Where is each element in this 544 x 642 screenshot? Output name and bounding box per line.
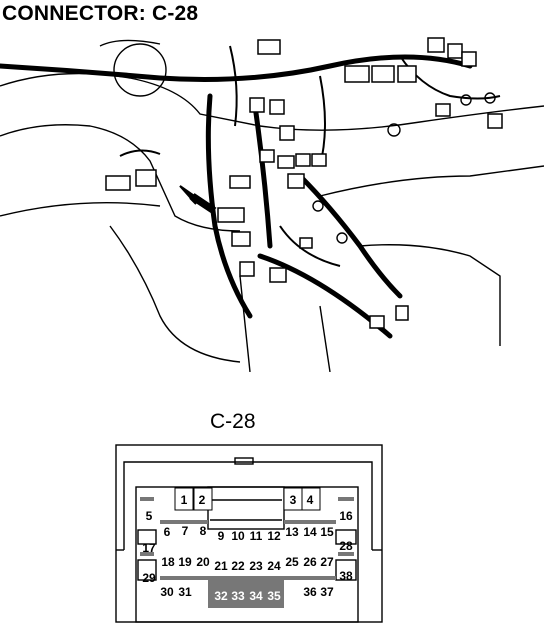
pin-label: 38 xyxy=(339,569,353,583)
pin-label: 15 xyxy=(320,525,334,539)
pin-label: 24 xyxy=(267,559,281,573)
pin-label: 19 xyxy=(178,555,192,569)
pin-label: 16 xyxy=(339,509,353,523)
pin-label: 18 xyxy=(161,555,175,569)
pin-label: 4 xyxy=(306,493,314,507)
pin-label: 31 xyxy=(178,585,192,599)
pin-label: 26 xyxy=(303,555,317,569)
pin-label: 37 xyxy=(320,585,334,599)
pin-label: 17 xyxy=(142,541,156,555)
pin-label: 32 xyxy=(214,589,228,603)
pin-label: 12 xyxy=(267,529,281,543)
pin-label: 25 xyxy=(285,555,299,569)
pin-label: 21 xyxy=(214,559,228,573)
pin-label: 35 xyxy=(267,589,281,603)
pin-label: 5 xyxy=(145,509,153,523)
pointer-arrow xyxy=(179,185,217,214)
pin-label: 7 xyxy=(181,524,189,538)
pin-label: 11 xyxy=(249,529,263,543)
harness-illustration xyxy=(0,37,544,372)
pin-label: 27 xyxy=(320,555,334,569)
page-title: CONNECTOR: C-28 xyxy=(2,2,199,25)
pin-label: 36 xyxy=(303,585,317,599)
pin-label: 23 xyxy=(249,559,263,573)
pin-label: 20 xyxy=(196,555,210,569)
pin-label: 10 xyxy=(231,529,245,543)
pin-label: 6 xyxy=(163,525,171,539)
pin-label: 2 xyxy=(198,493,206,507)
pin-label: 28 xyxy=(339,539,353,553)
pin-label: 8 xyxy=(199,524,207,538)
pin-label: 22 xyxy=(231,559,245,573)
pin-label: 14 xyxy=(303,525,317,539)
pin-label: 34 xyxy=(249,589,263,603)
connector-label: C-28 xyxy=(210,410,256,433)
pin-label: 30 xyxy=(160,585,174,599)
pin-label: 33 xyxy=(231,589,245,603)
pin-label: 29 xyxy=(142,571,156,585)
pin-label: 9 xyxy=(217,529,225,543)
pin-label: 3 xyxy=(289,493,297,507)
pin-label: 1 xyxy=(180,493,188,507)
connector-face-diagram xyxy=(115,444,383,623)
pin-label: 13 xyxy=(285,525,299,539)
